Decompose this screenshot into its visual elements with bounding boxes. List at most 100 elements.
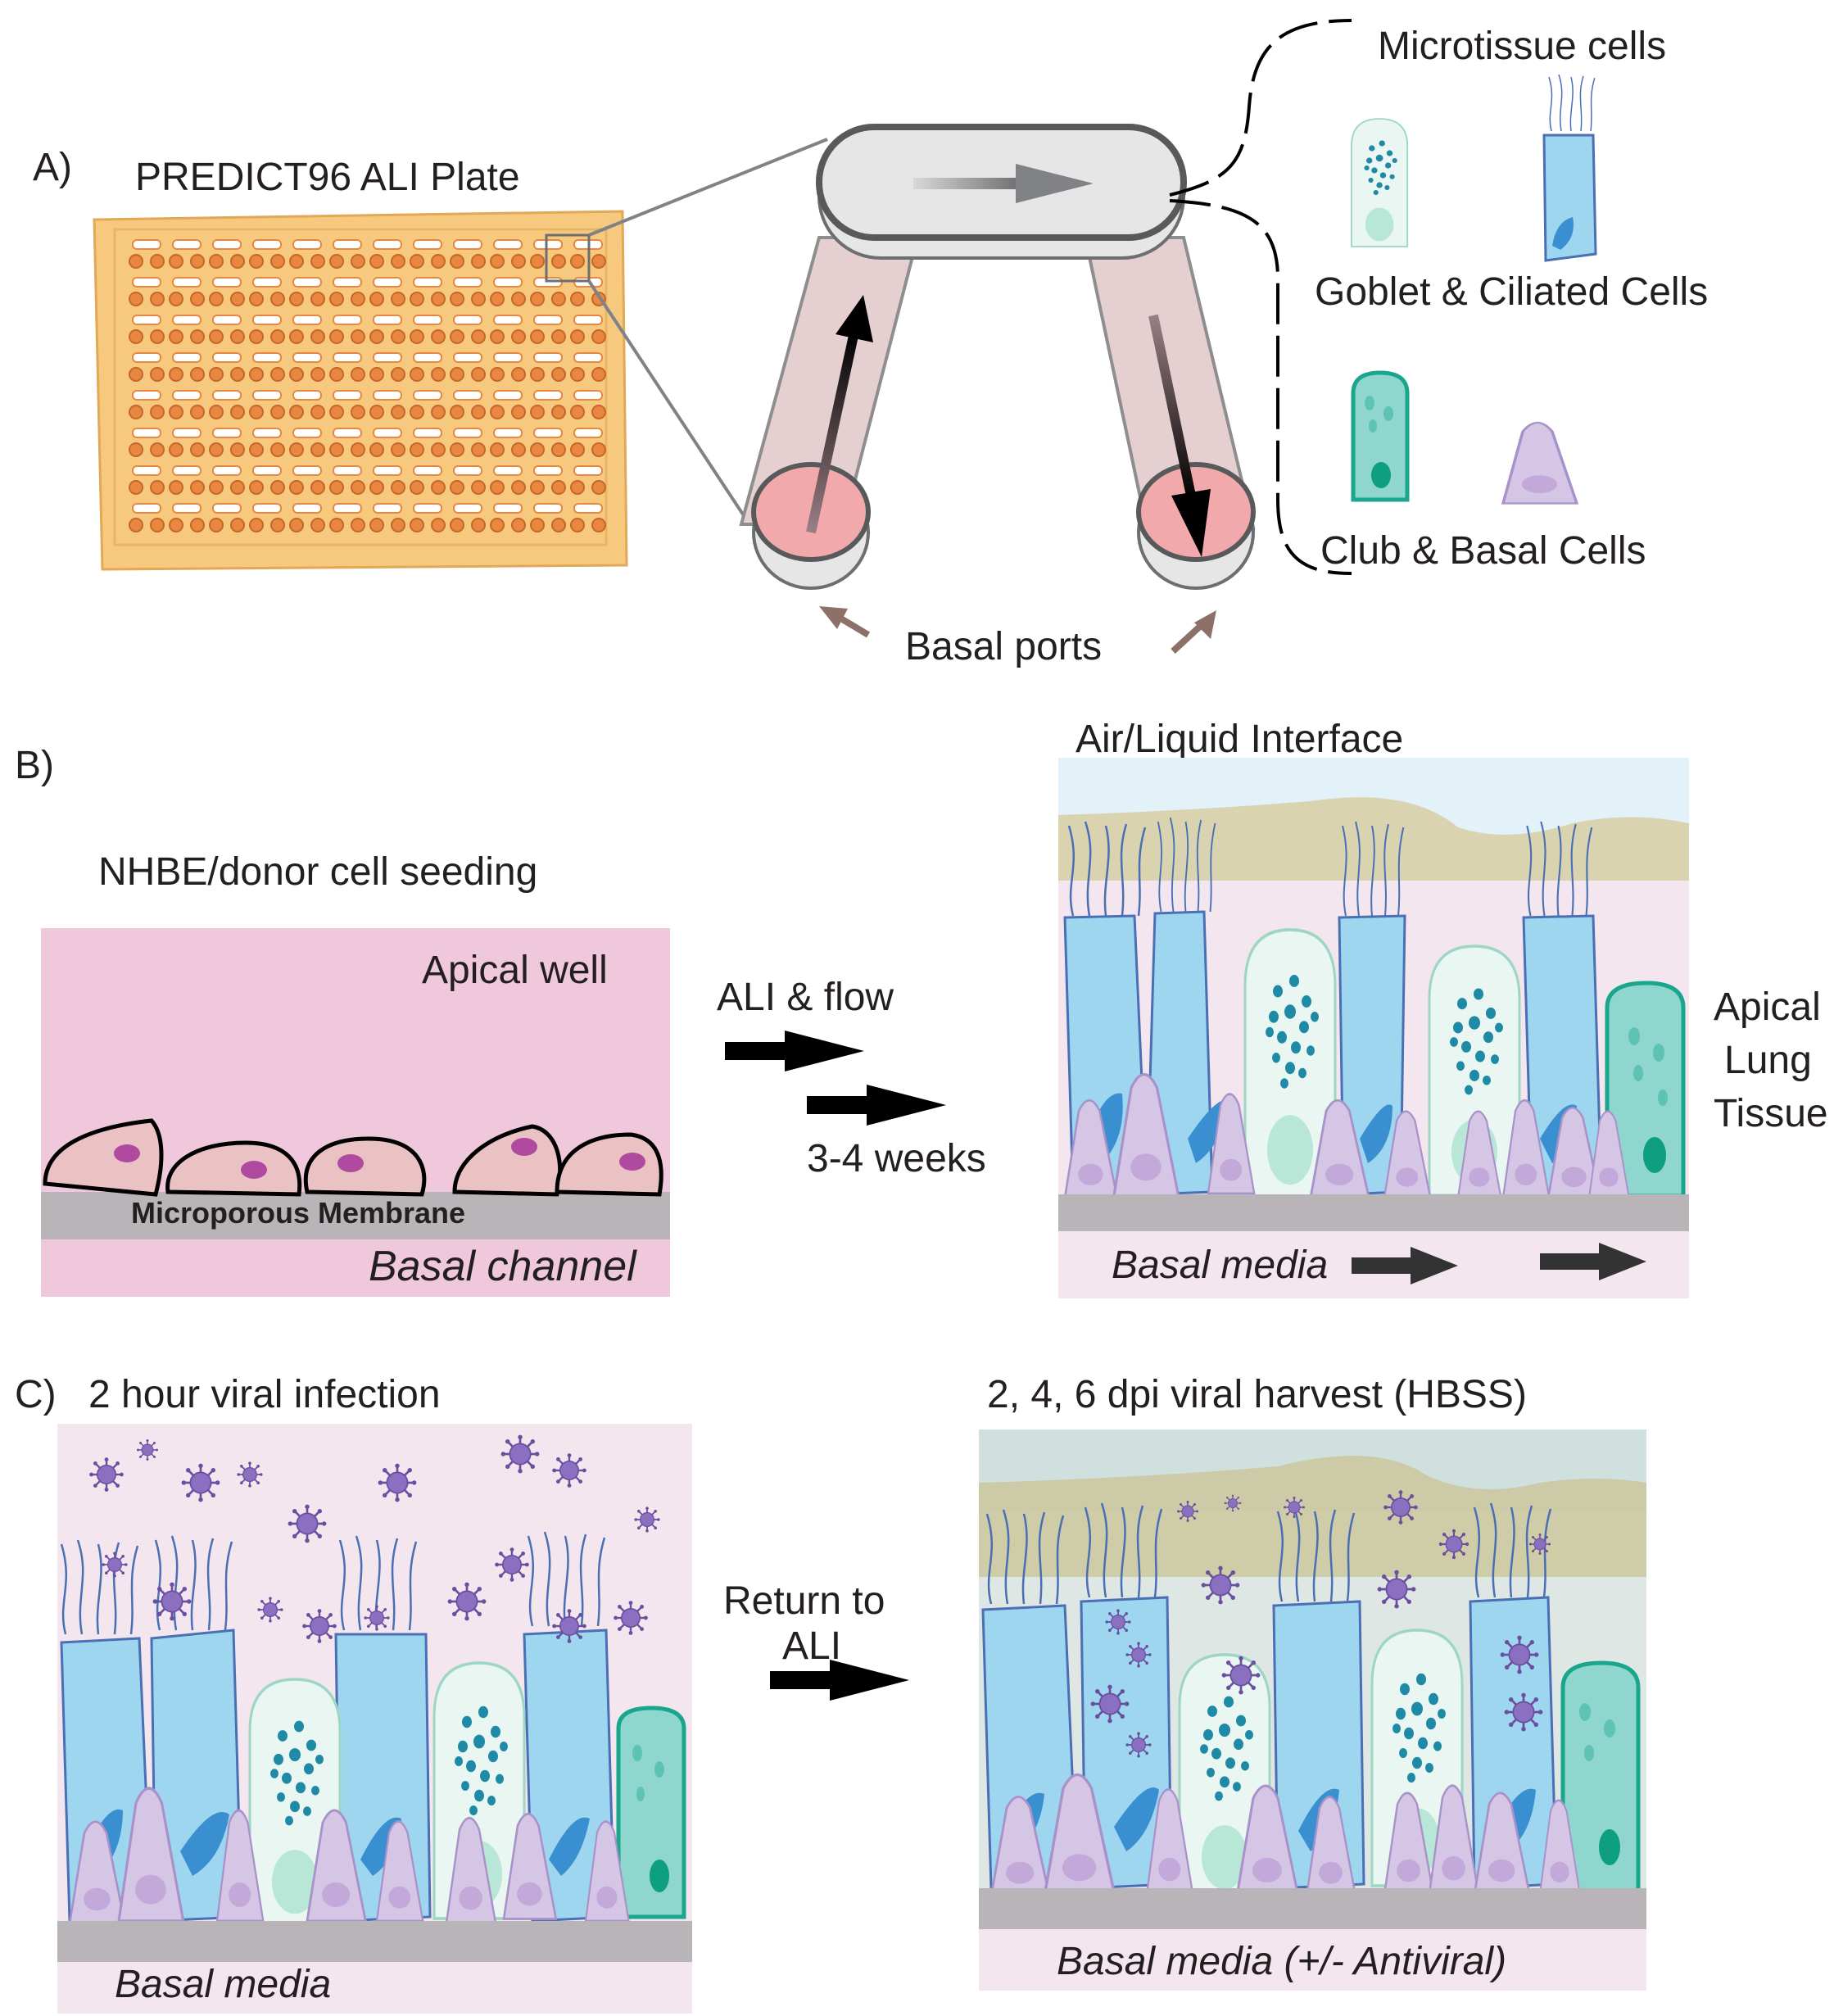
plate-channel bbox=[132, 390, 161, 401]
plate-well bbox=[270, 480, 285, 495]
plate-well bbox=[329, 442, 344, 457]
plate-channel bbox=[333, 315, 362, 325]
plate-well bbox=[310, 329, 325, 344]
duration-label: 3-4 weeks bbox=[807, 1137, 986, 1180]
panel-b-letter: B) bbox=[15, 744, 54, 787]
plate-well bbox=[270, 442, 285, 457]
plate-channel bbox=[573, 465, 603, 476]
plate-channel bbox=[132, 503, 161, 514]
plate-channel bbox=[292, 352, 322, 363]
plate-well bbox=[410, 329, 424, 344]
plate-well bbox=[270, 292, 285, 306]
plate-well bbox=[270, 518, 285, 532]
plate-well bbox=[530, 518, 545, 532]
plate-well bbox=[329, 292, 344, 306]
plate-channel bbox=[252, 465, 282, 476]
plate-well bbox=[511, 329, 526, 344]
plate-well bbox=[150, 518, 165, 532]
plate-channel bbox=[493, 428, 523, 438]
plate-channel bbox=[453, 315, 482, 325]
plate-well bbox=[129, 442, 143, 457]
plate-channel bbox=[212, 428, 242, 438]
plate-well bbox=[209, 405, 224, 419]
plate-channel bbox=[132, 428, 161, 438]
plate-well bbox=[209, 518, 224, 532]
plate-well bbox=[329, 254, 344, 269]
plate-channel bbox=[413, 428, 442, 438]
plate-well bbox=[530, 442, 545, 457]
plate-well bbox=[351, 254, 365, 269]
plate-channel bbox=[413, 315, 442, 325]
plate-well bbox=[471, 254, 486, 269]
plate-well bbox=[490, 254, 505, 269]
plate-channel bbox=[493, 465, 523, 476]
infection-title: 2 hour viral infection bbox=[88, 1373, 441, 1416]
plate-well bbox=[150, 405, 165, 419]
plate-well bbox=[310, 518, 325, 532]
plate-well bbox=[150, 292, 165, 306]
plate-well bbox=[431, 518, 446, 532]
plate-well bbox=[410, 405, 424, 419]
seeded-cells bbox=[43, 1118, 663, 1197]
plate-well bbox=[369, 292, 384, 306]
plate-well bbox=[289, 480, 304, 495]
plate-channel bbox=[333, 390, 362, 401]
harvest-title: 2, 4, 6 dpi viral harvest (HBSS) bbox=[987, 1373, 1527, 1416]
plate-well bbox=[471, 442, 486, 457]
plate-well bbox=[190, 329, 205, 344]
plate-well bbox=[169, 480, 183, 495]
plate-well bbox=[490, 405, 505, 419]
plate-well bbox=[209, 367, 224, 382]
plate-well bbox=[471, 329, 486, 344]
plate-well bbox=[169, 254, 183, 269]
plate-well bbox=[511, 405, 526, 419]
plate-well bbox=[369, 405, 384, 419]
plate-channel bbox=[172, 503, 202, 514]
plate-channel bbox=[373, 277, 402, 288]
plate-well bbox=[450, 292, 464, 306]
plate-well bbox=[450, 254, 464, 269]
basal-channel-label: Basal channel bbox=[369, 1243, 637, 1290]
return-line1: Return to bbox=[723, 1579, 885, 1623]
plate-well bbox=[530, 329, 545, 344]
plate-well bbox=[351, 329, 365, 344]
plate-wells bbox=[129, 239, 606, 532]
plate-well bbox=[450, 405, 464, 419]
plate-well bbox=[450, 329, 464, 344]
plate-well bbox=[431, 480, 446, 495]
microtissue-title: Microtissue cells bbox=[1378, 25, 1666, 68]
plate-well bbox=[230, 405, 245, 419]
ali-flow-label: ALI & flow bbox=[717, 976, 894, 1019]
plate-channel bbox=[413, 277, 442, 288]
plate-well bbox=[209, 442, 224, 457]
plate-well bbox=[209, 292, 224, 306]
plate-well bbox=[129, 329, 143, 344]
plate-well bbox=[249, 254, 264, 269]
plate-well bbox=[289, 292, 304, 306]
plate-well bbox=[129, 405, 143, 419]
plate-well bbox=[391, 292, 405, 306]
plate-well bbox=[511, 292, 526, 306]
plate-well bbox=[310, 292, 325, 306]
legend-goblet-cell bbox=[1351, 118, 1409, 247]
basal-media-label-c-right: Basal media (+/- Antiviral) bbox=[1057, 1940, 1506, 1983]
plate-well bbox=[289, 254, 304, 269]
plate-well bbox=[190, 292, 205, 306]
plate-well bbox=[530, 480, 545, 495]
plate-channel bbox=[453, 503, 482, 514]
plate-well bbox=[249, 367, 264, 382]
plate-well bbox=[351, 292, 365, 306]
plate-channel bbox=[333, 277, 362, 288]
chip-schematic bbox=[739, 124, 1256, 654]
plate-channel bbox=[493, 503, 523, 514]
plate-channel bbox=[212, 352, 242, 363]
plate-well bbox=[570, 442, 585, 457]
plate-well bbox=[490, 367, 505, 382]
plate-well bbox=[391, 442, 405, 457]
plate-well bbox=[289, 405, 304, 419]
plate-well bbox=[310, 405, 325, 419]
plate-well bbox=[190, 442, 205, 457]
plate-channel bbox=[212, 277, 242, 288]
plate-channel bbox=[573, 352, 603, 363]
plate-channel bbox=[333, 428, 362, 438]
